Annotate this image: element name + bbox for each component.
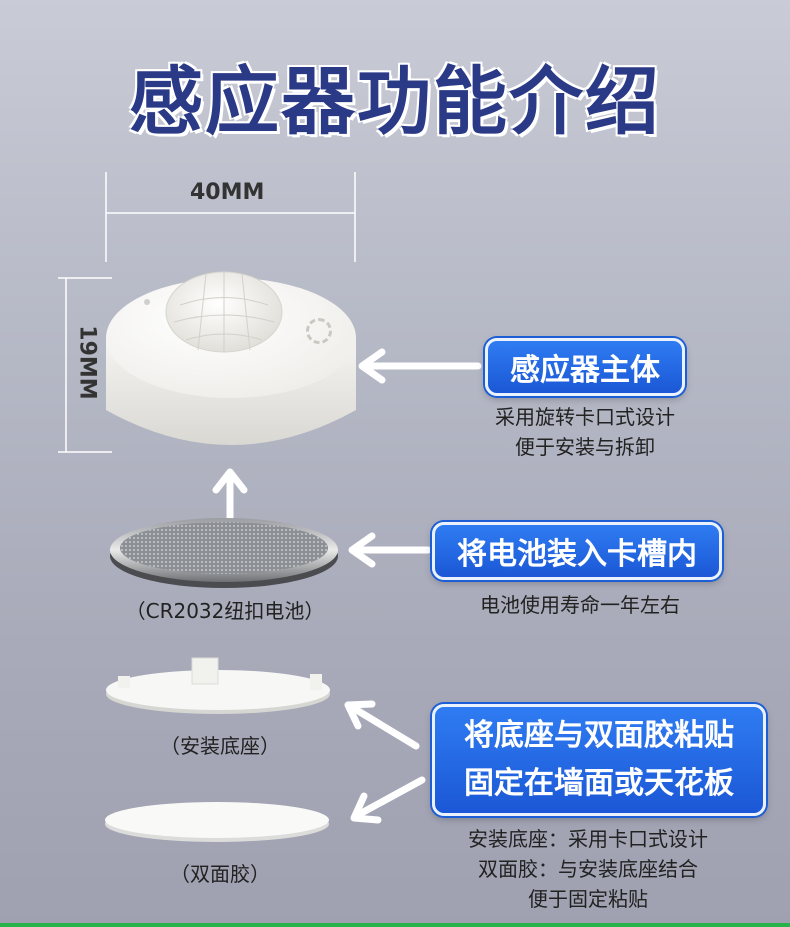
mounting-label-line-2: 固定在墙面或天花板 bbox=[464, 766, 734, 801]
sensor-body-label: 感应器主体 bbox=[485, 338, 685, 396]
mounting-label-line-1: 将底座与双面胶粘贴 bbox=[464, 718, 734, 753]
bottom-accent-bar bbox=[0, 923, 790, 927]
arrow-left-icon bbox=[350, 776, 426, 824]
sensor-body-image bbox=[106, 271, 356, 445]
mounting-label: 将底座与双面胶粘贴 固定在墙面或天花板 bbox=[432, 704, 766, 816]
height-dimension-label: 19MM bbox=[74, 325, 100, 400]
mounting-base-image bbox=[106, 657, 330, 714]
page-title: 感应器功能介绍 bbox=[129, 59, 661, 145]
tape-desc-1: 安装底座：采用卡口式设计 bbox=[468, 827, 708, 851]
tape-caption: （双面胶） bbox=[170, 862, 270, 886]
battery-image bbox=[110, 518, 338, 588]
arrow-left-icon bbox=[358, 348, 482, 384]
gear-icon bbox=[306, 318, 332, 344]
tape-desc-2: 双面胶：与安装底座结合 bbox=[478, 857, 698, 881]
mounting-base-caption: （安装底座） bbox=[160, 734, 280, 758]
battery-caption: （CR2032纽扣电池） bbox=[125, 599, 325, 623]
sensor-desc-1: 采用旋转卡口式设计 bbox=[495, 405, 675, 429]
width-dimension-label: 40MM bbox=[190, 180, 265, 205]
battery-desc: 电池使用寿命一年左右 bbox=[480, 593, 680, 617]
double-sided-tape-image bbox=[105, 802, 329, 842]
arrow-left-icon bbox=[344, 700, 420, 750]
sensor-desc-2: 便于安装与拆卸 bbox=[515, 435, 655, 459]
battery-label: 将电池装入卡槽内 bbox=[432, 522, 722, 580]
tape-desc-3: 便于固定粘贴 bbox=[528, 887, 648, 911]
arrow-left-icon bbox=[348, 532, 432, 568]
arrow-up-icon bbox=[212, 468, 248, 526]
